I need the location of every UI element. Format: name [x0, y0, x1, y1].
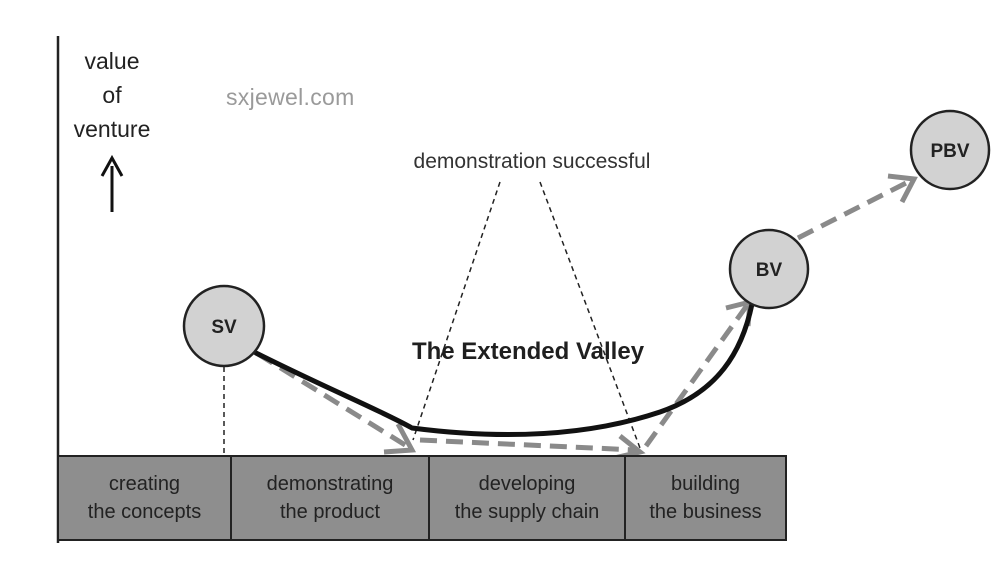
stage-developing-supply-chain: developing the supply chain: [428, 455, 626, 541]
stage-label: demonstrating the product: [266, 473, 394, 523]
pbv-node: PBV: [909, 109, 991, 191]
watermark-text: sxjewel.com: [226, 84, 355, 110]
axis-label-line: of: [102, 82, 122, 108]
diagram-title: The Extended Valley: [411, 338, 645, 365]
stage-creating-concepts: creating the concepts: [57, 455, 232, 541]
extended-valley-curve: [253, 301, 755, 438]
demo-line-left: [412, 181, 501, 441]
demonstration-annotation: demonstration successful: [413, 150, 651, 173]
pbv-node-label: PBV: [930, 141, 969, 162]
sv-node: SV: [182, 284, 266, 368]
demo-line-right: [539, 181, 641, 449]
bv-node: BV: [728, 228, 810, 310]
up-arrow-icon: [100, 154, 124, 212]
stage-label: developing the supply chain: [454, 473, 600, 523]
stage-demonstrating-product: demonstrating the product: [230, 455, 430, 541]
sv-node-label: SV: [211, 317, 237, 338]
stage-label: building the business: [649, 473, 762, 523]
stage-label: creating the concepts: [87, 473, 202, 523]
y-axis-label: value of venture: [62, 44, 162, 146]
axis-label-line: value: [84, 48, 140, 74]
gray-dashed-path: [256, 178, 912, 453]
bv-node-label: BV: [756, 260, 783, 281]
stage-building-business: building the business: [624, 455, 787, 541]
axis-label-line: venture: [73, 116, 151, 142]
